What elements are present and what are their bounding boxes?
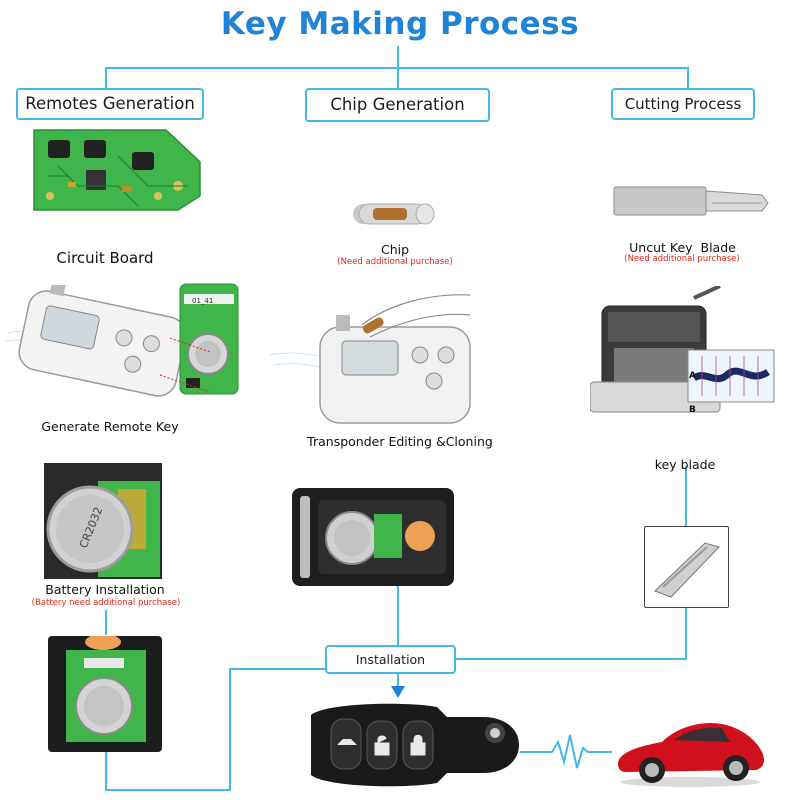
flow-line-top — [105, 46, 689, 88]
transponder-cloning-image — [270, 294, 471, 424]
flow-line-right — [456, 486, 687, 660]
installation-node: Installation — [325, 645, 456, 674]
header-remotes-label: Remotes Generation — [25, 94, 195, 113]
pcb-sticker-text: 01_41 — [192, 297, 213, 305]
installation-label: Installation — [355, 652, 426, 667]
step-battery-installation: Battery Installation — [45, 582, 165, 597]
header-chip-generation: Chip Generation — [305, 88, 490, 122]
note-uncut-blade: (Need additional purchase) — [624, 254, 740, 264]
circuit-board-image — [33, 129, 201, 211]
step-generate-remote: Generate Remote Key — [41, 419, 179, 434]
machine-label-a: A — [689, 371, 696, 381]
remote-shell-chip-image — [292, 488, 454, 586]
lock-icon — [410, 734, 426, 756]
battery-install-image: CR2032 — [44, 463, 162, 579]
page-title: Key Making Process — [220, 6, 580, 42]
arrow-head — [391, 686, 405, 698]
key-programmer-device-image — [5, 285, 187, 397]
note-chip: (Need additional purchase) — [337, 257, 453, 267]
cut-key-blade-image — [654, 542, 720, 598]
header-cutting-label: Cutting Process — [624, 95, 742, 113]
step-uncut-blade: Uncut Key Blade — [629, 240, 736, 255]
unlock-icon — [374, 735, 390, 756]
red-car-image — [618, 722, 764, 787]
note-battery: (Battery need additional purchase) — [31, 598, 181, 608]
cut-key-blade-frame — [644, 526, 729, 608]
step-circuit-board: Circuit Board — [56, 249, 154, 267]
machine-label-b: B — [689, 405, 696, 415]
key-cutting-machine-image: A B — [590, 286, 775, 415]
step-key-blade: key blade — [654, 457, 716, 472]
transponder-chip-image — [353, 203, 435, 225]
step-chip: Chip — [380, 242, 410, 257]
header-chip-label: Chip Generation — [330, 95, 465, 114]
remote-open-battery-image — [48, 636, 162, 752]
step-transponder: Transponder Editing &Cloning — [307, 434, 493, 449]
header-cutting-process: Cutting Process — [611, 88, 755, 120]
trunk-icon — [337, 739, 357, 745]
header-remotes-generation: Remotes Generation — [16, 88, 204, 120]
flip-key-remote-image — [311, 703, 519, 787]
remote-pcb-image: 01_41 — [179, 283, 239, 395]
uncut-key-blade-image — [613, 186, 769, 216]
pulse-line-icon — [520, 734, 612, 769]
